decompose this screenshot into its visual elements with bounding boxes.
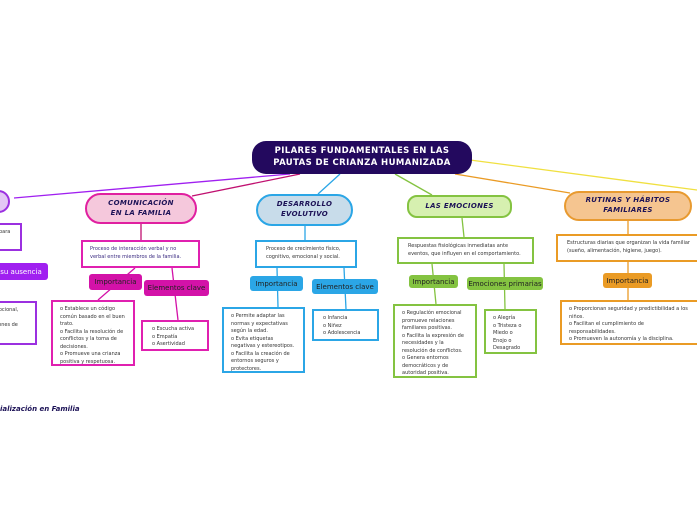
emociones-primarias-badge[interactable]: Emociones primarias [467,277,543,290]
emociones-importancia-badge[interactable]: Importancia [409,275,458,288]
central-topic[interactable]: PILARES FUNDAMENTALES EN LAS PAUTAS DE C… [252,141,472,174]
comunicacion-elementos-list: o Escucha activa o Empatía o Asertividad [141,320,209,351]
comunicacion-description: Proceso de interacción verbal y no verba… [81,240,200,268]
emociones-primarias-list: o Alegría o Tristeza o Miedo o Enojo o D… [484,309,537,354]
emociones-description: Respuestas fisiológicas inmediatas ante … [397,237,534,264]
connector-rutinas [454,173,571,194]
rutinas-description: Estructuras diarias que organizan la vid… [556,234,697,262]
comunicacion-importancia-badge[interactable]: Importancia [89,274,142,290]
rutinas-importancia-list: o Proporcionan seguridad y predictibilid… [560,300,697,345]
left-badge[interactable]: su ausencia [0,263,48,280]
emociones-importancia-list: o Regulación emocional promueve relacion… [393,304,477,378]
desarrollo-importancia-badge[interactable]: Importancia [250,276,303,291]
connector-far-right [469,159,697,191]
desarrollo-description: Proceso de crecimiento físico, cognitivo… [255,240,357,268]
desarrollo-elementos-list: o Infancia o Niñez o Adolescencia [312,309,379,341]
left-footer-text: ialización en Familia [0,405,80,413]
comunicacion-elementos-badge[interactable]: Elementos clave [144,280,209,296]
connector-emociones [394,173,433,196]
desarrollo-elementos-badge[interactable]: Elementos clave [312,279,378,294]
left-box-1: para [0,223,22,251]
desarrollo-importancia-list: o Permite adaptar las normas y expectati… [222,307,305,373]
comunicacion-node[interactable]: COMUNICACIÓN EN LA FAMILIA [85,193,197,224]
rutinas-node[interactable]: RUTINAS Y HÁBITOS FAMILIARES [564,191,692,221]
left-box-2: mocional, ra ciones de [0,301,37,345]
rutinas-importancia-badge[interactable]: Importancia [603,273,652,288]
connector-left [13,173,291,199]
connector-desarrollo [317,173,341,195]
emociones-node[interactable]: LAS EMOCIONES [407,195,512,218]
comunicacion-importancia-list: o Establece un código común basado en el… [51,300,135,366]
desarrollo-node[interactable]: DESARROLLO EVOLUTIVO [256,194,353,226]
connector-comunicacion [191,173,301,197]
